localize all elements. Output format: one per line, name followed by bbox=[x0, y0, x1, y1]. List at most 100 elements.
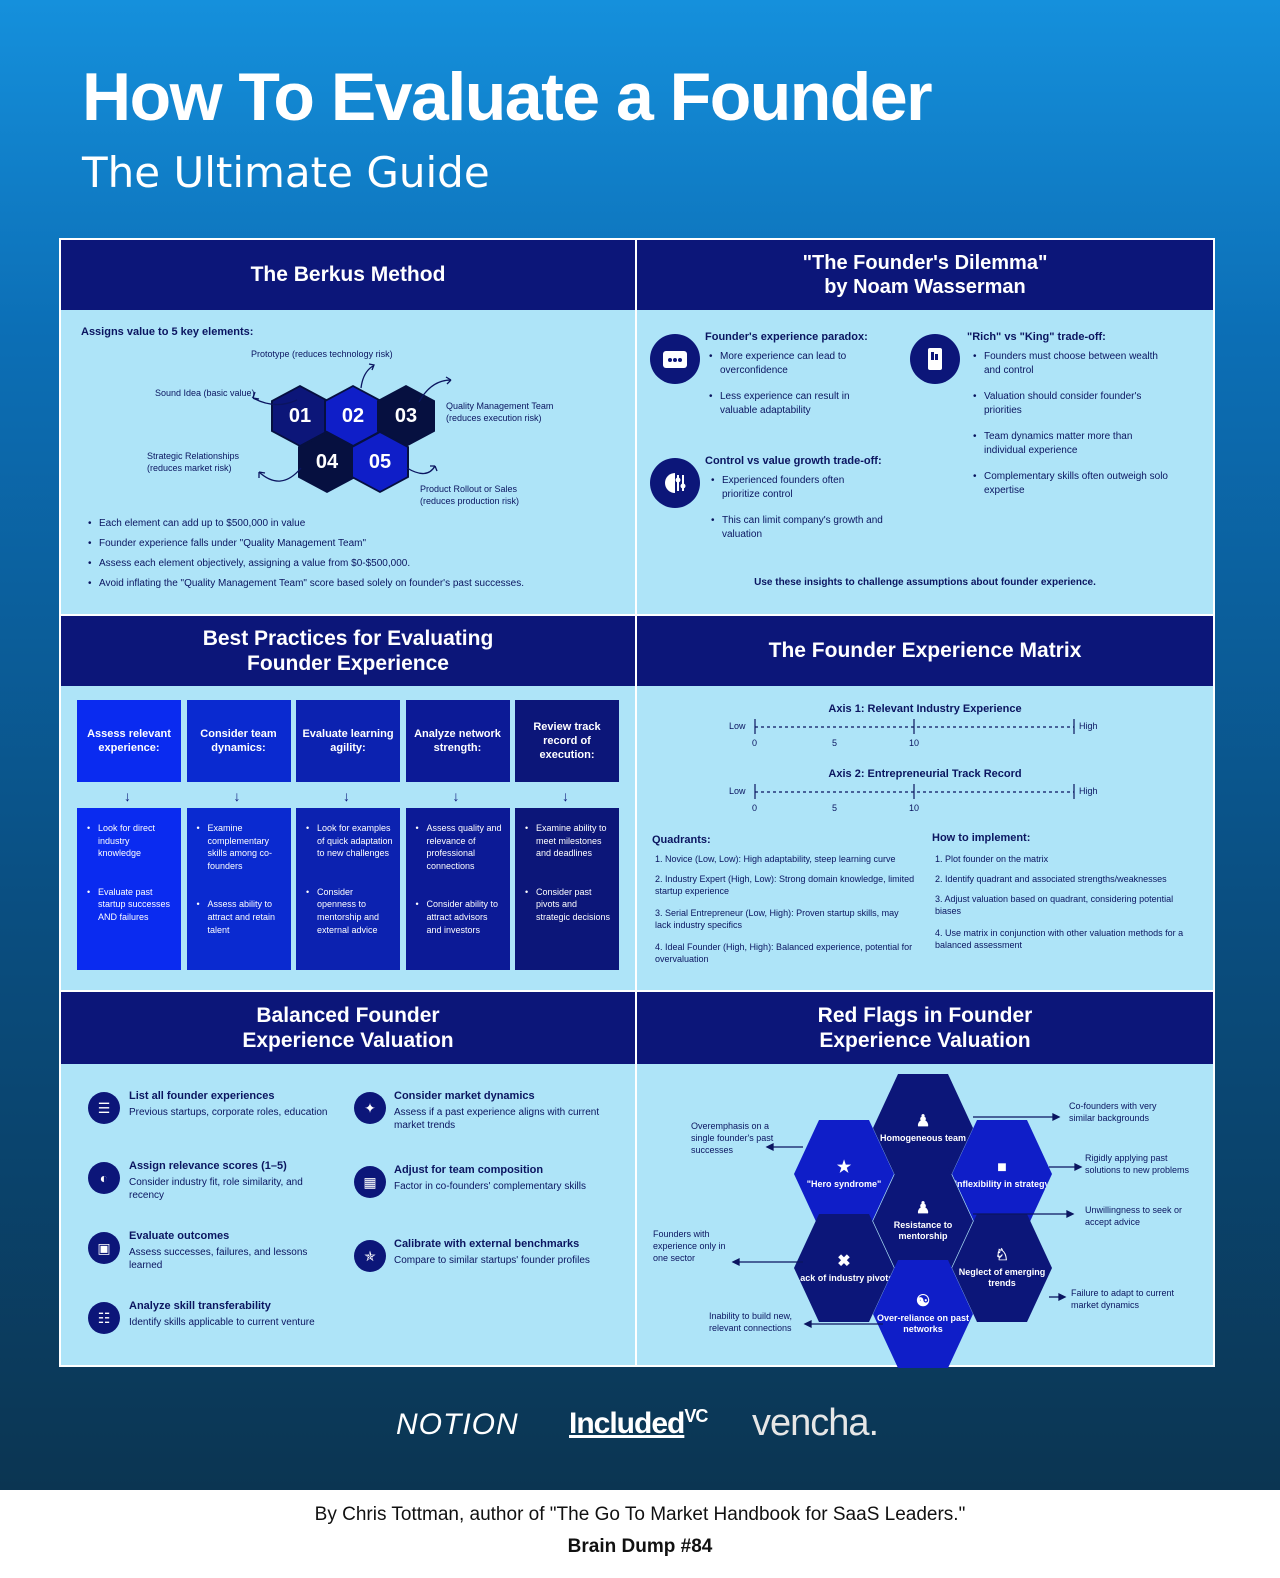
step-title: Calibrate with external benchmarks bbox=[394, 1238, 580, 1250]
hex-over-reliance: ☯Over-reliance on past networks bbox=[873, 1260, 973, 1368]
implement-list: 1. Plot founder on the matrix 2. Identif… bbox=[935, 854, 1184, 951]
practice-body: Look for examples of quick adaptation to… bbox=[296, 808, 400, 970]
flag-label-inability: Inability to build new, relevant connect… bbox=[709, 1311, 793, 1334]
flag-label-unwilling: Unwillingness to seek or accept advice bbox=[1085, 1205, 1183, 1228]
berkus-label-qmt: Quality Management Team(reduces executio… bbox=[446, 401, 554, 424]
berkus-intro: Assigns value to 5 key elements: bbox=[81, 326, 254, 338]
arrow-down-icon: ↓ bbox=[562, 788, 569, 804]
matrix-panel: The Founder Experience Matrix Axis 1: Re… bbox=[635, 614, 1215, 992]
practice-item: Examine complementary skills among co-fo… bbox=[195, 822, 285, 872]
dilemma-footer: Use these insights to challenge assumpti… bbox=[754, 577, 1096, 588]
control-list: Experienced founders often prioritize co… bbox=[709, 474, 884, 542]
step-desc: Previous startups, corporate roles, educ… bbox=[129, 1107, 328, 1118]
practice-item: Assess ability to attract and retain tal… bbox=[195, 898, 285, 936]
berkus-label-strategic: Strategic Relationships(reduces market r… bbox=[147, 451, 240, 474]
quadrants-title: Quadrants: bbox=[652, 834, 711, 846]
arrow-down-icon: ↓ bbox=[124, 788, 131, 804]
step-icon: ☷ bbox=[88, 1302, 120, 1334]
step-title: List all founder experiences bbox=[129, 1090, 275, 1102]
axis2-high: High bbox=[1079, 786, 1098, 796]
step-title: Adjust for team composition bbox=[394, 1164, 544, 1176]
step-title: Analyze skill transferability bbox=[129, 1300, 271, 1312]
flag-label-cofounders: Co-founders with very similar background… bbox=[1069, 1101, 1157, 1124]
shield-icon: ✖ bbox=[837, 1252, 851, 1270]
berkus-bullets: Each element can add up to $500,000 in v… bbox=[86, 514, 626, 594]
step-icon: ▦ bbox=[354, 1166, 386, 1198]
network-icon: ☯ bbox=[915, 1292, 931, 1310]
notion-logo: NOTION bbox=[396, 1408, 519, 1441]
axis2-low: Low bbox=[729, 786, 746, 796]
implement-title: How to implement: bbox=[932, 832, 1031, 844]
team-icon: ♟ bbox=[915, 1112, 931, 1130]
dilemma-title: "The Founder's Dilemma"by Noam Wasserman bbox=[637, 240, 1213, 310]
practice-item: Assess quality and relevance of professi… bbox=[414, 822, 504, 872]
practice-item: Consider ability to attract advisors and… bbox=[414, 898, 504, 936]
axis1-high: High bbox=[1079, 721, 1098, 731]
flag-label-rigid: Rigidly applying past solutions to new p… bbox=[1085, 1153, 1190, 1176]
hex-resistance-mentorship: ♟Resistance to mentorship bbox=[873, 1167, 973, 1275]
dialog-icon bbox=[650, 334, 700, 384]
hex-homogeneous-team: ♟Homogeneous team bbox=[873, 1074, 973, 1182]
practice-body: Assess quality and relevance of professi… bbox=[405, 808, 510, 970]
lock-icon: ■ bbox=[997, 1158, 1007, 1176]
berkus-panel: The Berkus Method Assigns value to 5 key… bbox=[59, 238, 637, 616]
step-title: Evaluate outcomes bbox=[129, 1230, 230, 1242]
person-icon: ♘ bbox=[994, 1246, 1010, 1264]
included-logo: IncludedVC bbox=[569, 1406, 708, 1440]
axis1-low: Low bbox=[729, 721, 746, 731]
step-title: Assign relevance scores (1–5) bbox=[129, 1160, 287, 1172]
practice-header: Analyze network strength: bbox=[405, 700, 510, 782]
arrow-down-icon: ↓ bbox=[233, 788, 241, 804]
practice-item: Examine ability to meet milestones and d… bbox=[523, 822, 613, 860]
redflag-arrows bbox=[731, 1112, 1083, 1329]
practice-header: Assess relevant experience: bbox=[77, 700, 181, 782]
axis-lines bbox=[754, 719, 1075, 799]
practice-header: Evaluate learning agility: bbox=[296, 700, 400, 782]
step-desc: Compare to similar startups' founder pro… bbox=[394, 1255, 590, 1266]
flag-label-one-sector: Founders with experience only in one sec… bbox=[653, 1229, 726, 1264]
step-desc: Identify skills applicable to current ve… bbox=[129, 1317, 315, 1328]
hex-hero-syndrome: ★"Hero syndrome" bbox=[794, 1120, 894, 1228]
step-desc: Assess if a past experience aligns with … bbox=[394, 1107, 600, 1131]
brain-dump-label: Brain Dump #84 bbox=[567, 1536, 713, 1557]
axis2-tick: 5 bbox=[832, 803, 838, 813]
axis2-tick: 0 bbox=[752, 803, 758, 813]
quadrants-list: 1. Novice (Low, Low): High adaptability,… bbox=[655, 854, 915, 965]
practice-header: Review track record of execution: bbox=[515, 700, 619, 782]
axis2-label: Axis 2: Entrepreneurial Track Record bbox=[828, 768, 1022, 780]
paradox-title: Founder's experience paradox: bbox=[705, 331, 868, 343]
hex-lack-pivots: ✖Lack of industry pivots bbox=[794, 1214, 894, 1322]
axis1-label: Axis 1: Relevant Industry Experience bbox=[828, 703, 1022, 715]
hand-icon bbox=[910, 334, 960, 384]
practice-header: Consider team dynamics: bbox=[186, 700, 291, 782]
berkus-label-prototype: Prototype (reduces technology risk) bbox=[251, 349, 393, 359]
badge-icon: ★ bbox=[836, 1158, 852, 1176]
step-title: Consider market dynamics bbox=[394, 1090, 535, 1102]
berkus-arrows bbox=[252, 363, 452, 482]
step-icon: ◐ bbox=[88, 1162, 120, 1194]
practice-item: Look for examples of quick adaptation to… bbox=[304, 822, 394, 860]
practice-body: Look for direct industry knowledgeEvalua… bbox=[77, 808, 181, 970]
practice-item: Consider openness to mentorship and exte… bbox=[304, 886, 394, 936]
page-subtitle: The Ultimate Guide bbox=[82, 148, 490, 197]
practice-item: Consider past pivots and strategic decis… bbox=[523, 886, 613, 924]
paradox-list: More experience can lead to overconfiden… bbox=[707, 350, 882, 418]
axis1-tick: 0 bbox=[752, 738, 758, 748]
practice-item: Evaluate past startup successes AND fail… bbox=[85, 886, 175, 924]
step-icon: ☰ bbox=[88, 1092, 120, 1124]
berkus-title: The Berkus Method bbox=[61, 240, 635, 310]
berkus-bullet: Founder experience falls under "Quality … bbox=[86, 534, 626, 554]
page-title: How To Evaluate a Founder bbox=[82, 59, 933, 135]
arrow-down-icon: ↓ bbox=[452, 788, 460, 804]
hero-background: How To Evaluate a Founder The Ultimate G… bbox=[0, 0, 1280, 1490]
practice-body: Examine ability to meet milestones and d… bbox=[515, 808, 619, 970]
flag-label-failure: Failure to adapt to current market dynam… bbox=[1071, 1288, 1175, 1311]
axis2-tick: 10 bbox=[909, 803, 920, 813]
rich-king-title: "Rich" vs "King" trade-off: bbox=[967, 331, 1106, 343]
axis1-tick: 10 bbox=[909, 738, 920, 748]
